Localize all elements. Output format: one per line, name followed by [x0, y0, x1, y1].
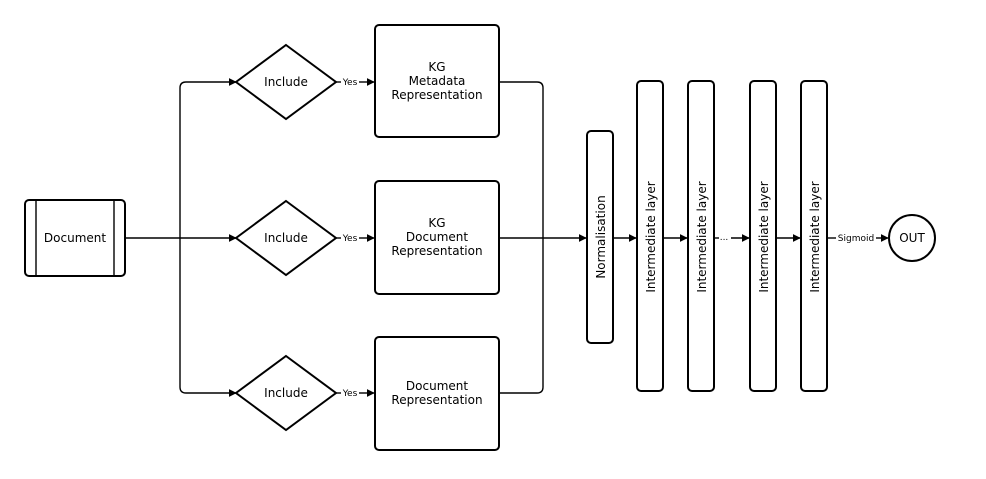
box1-line2: Metadata — [409, 74, 466, 88]
output-label: OUT — [899, 231, 925, 245]
include-decision-2 — [234, 199, 338, 277]
connector-to-include-1 — [179, 78, 237, 238]
layer-2-label: Intermediate layer — [695, 181, 709, 292]
merge-connectors — [499, 81, 587, 394]
intermediate-layer-2: Intermediate layer — [687, 80, 715, 392]
yes-label-1: Yes — [342, 78, 358, 88]
box2-line3: Representation — [391, 244, 482, 258]
include-label-2: Include — [264, 231, 308, 245]
include-label-3: Include — [264, 386, 308, 400]
layer-3-label: Intermediate layer — [757, 181, 771, 292]
box1-line1: KG — [428, 60, 445, 74]
branch-2: Include Yes KG Document Representation — [234, 180, 500, 295]
normalisation-node: Normalisation — [586, 130, 614, 344]
normalisation-label: Normalisation — [594, 195, 608, 278]
split-connectors — [125, 78, 237, 397]
layer-1-label: Intermediate layer — [644, 181, 658, 292]
intermediate-layer-1: Intermediate layer — [636, 80, 664, 392]
output-node: OUT — [888, 214, 936, 262]
connector-to-include-3 — [179, 238, 237, 397]
intermediate-layer-3: Intermediate layer — [749, 80, 777, 392]
layer-4-label: Intermediate layer — [808, 181, 822, 292]
box3-line1: Document — [406, 379, 468, 393]
include-decision-3 — [234, 354, 338, 432]
sigmoid-label: Sigmoid — [838, 234, 874, 244]
box1-line3: Representation — [391, 88, 482, 102]
document-node: Document — [24, 199, 126, 277]
yes-label-3: Yes — [342, 389, 358, 399]
kg-metadata-representation-box — [374, 24, 500, 138]
intermediate-layer-4: Intermediate layer — [800, 80, 828, 392]
include-label-1: Include — [264, 75, 308, 89]
box2-line2: Document — [406, 230, 468, 244]
branch-1: Include Yes KG Metadata Representation — [234, 24, 500, 138]
box2-line1: KG — [428, 216, 445, 230]
include-decision-1 — [234, 43, 338, 121]
ellipsis-label: ... — [720, 233, 729, 243]
yes-label-2: Yes — [342, 234, 358, 244]
document-label: Document — [44, 231, 106, 245]
box3-line2: Representation — [391, 393, 482, 407]
branch-3: Include Yes Document Representation — [234, 336, 500, 451]
